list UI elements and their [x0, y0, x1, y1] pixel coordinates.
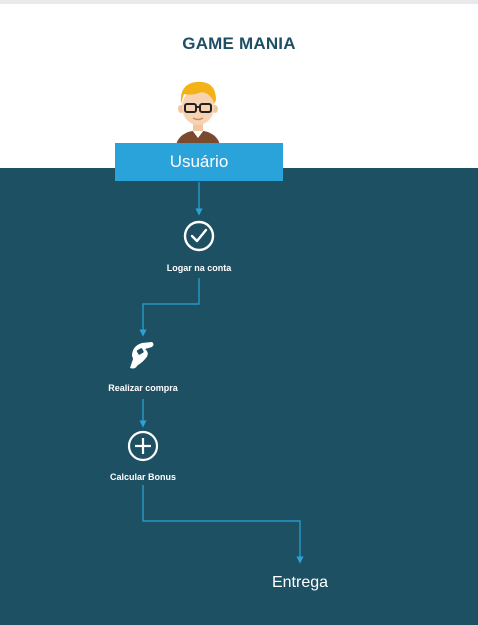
page-title: GAME MANIA [182, 34, 296, 53]
actor-box: Usuário [115, 143, 283, 181]
plus-circle-icon [127, 430, 159, 462]
header-area: GAME MANIA [0, 4, 478, 168]
user-avatar-icon [176, 81, 220, 146]
step-label-purchase: Realizar compra [108, 383, 178, 393]
check-circle-icon [183, 220, 215, 252]
step-label-login: Logar na conta [166, 263, 232, 273]
step-label-bonus: Calcular Bonus [109, 472, 176, 482]
hand-card-icon [130, 342, 154, 369]
actor-label: Usuário [169, 152, 229, 171]
connector-login-to-purchase [139, 278, 200, 337]
flow-panel [0, 168, 478, 625]
connector-bonus-to-delivery [142, 485, 304, 564]
final-label-delivery: Entrega [271, 574, 329, 591]
top-strip [0, 0, 478, 4]
